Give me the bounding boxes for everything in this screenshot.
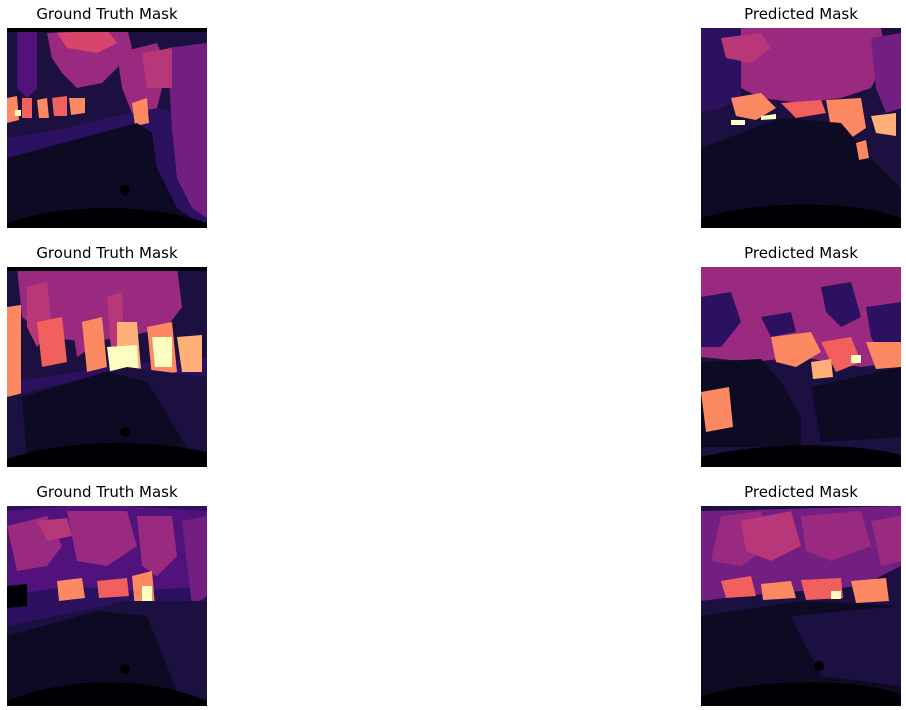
predicted-title: Predicted Mask bbox=[744, 5, 858, 23]
ground-truth-title: Ground Truth Mask bbox=[36, 5, 178, 23]
predicted-mask-image bbox=[701, 267, 901, 467]
ground-truth-mask-image bbox=[7, 28, 207, 228]
predicted-title: Predicted Mask bbox=[744, 244, 858, 262]
segmentation-mask bbox=[701, 28, 901, 228]
ground-truth-title: Ground Truth Mask bbox=[36, 244, 178, 262]
segmentation-mask bbox=[701, 267, 901, 467]
segmentation-mask bbox=[7, 506, 207, 706]
ground-truth-mask-image bbox=[7, 267, 207, 467]
segmentation-mask bbox=[7, 267, 207, 467]
predicted-title: Predicted Mask bbox=[744, 483, 858, 501]
ground-truth-title: Ground Truth Mask bbox=[36, 483, 178, 501]
segmentation-mask bbox=[7, 28, 207, 228]
segmentation-mask bbox=[701, 506, 901, 706]
ground-truth-mask-image bbox=[7, 506, 207, 706]
predicted-mask-image bbox=[701, 28, 901, 228]
predicted-mask-image bbox=[701, 506, 901, 706]
